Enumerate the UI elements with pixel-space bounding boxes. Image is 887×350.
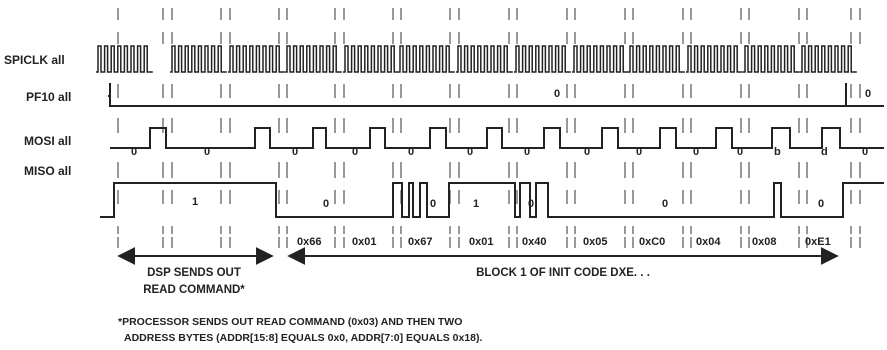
pf10-value-0: 0 <box>554 88 560 100</box>
block1-label: BLOCK 1 OF INIT CODE DXE. . . <box>476 267 650 279</box>
miso-label: MISO all <box>24 164 71 178</box>
byte-value: 0x40 <box>522 236 546 248</box>
mosi-value: 0 <box>524 146 530 158</box>
mosi-value: 0 <box>204 146 210 158</box>
mosi-value: 0 <box>131 146 137 158</box>
byte-value: 0xC0 <box>639 236 665 248</box>
mosi-label: MOSI all <box>24 134 71 148</box>
byte-value: 0x04 <box>696 236 721 248</box>
spiclk-label: SPICLK all <box>4 53 65 67</box>
miso-value: 0 <box>662 198 668 210</box>
byte-value: 0x67 <box>408 236 432 248</box>
footnote-line-2: ADDRESS BYTES (ADDR[15:8] EQUALS 0x0, AD… <box>124 332 483 344</box>
mosi-value: 0 <box>693 146 699 158</box>
miso-value: 0 <box>323 198 329 210</box>
mosi-value: b <box>774 146 781 158</box>
spiclk-waveform <box>96 45 857 73</box>
miso-value: 0 <box>528 198 534 210</box>
byte-value: 0x08 <box>752 236 776 248</box>
mosi-value: 0 <box>862 146 868 158</box>
mosi-value: 0 <box>408 146 414 158</box>
miso-value: 0 <box>818 198 824 210</box>
byte-value: 0x01 <box>352 236 376 248</box>
byte-value: 0xE1 <box>805 236 831 248</box>
mosi-waveform <box>110 127 884 149</box>
read-command-label: READ COMMAND* <box>143 284 245 296</box>
miso-waveform <box>100 182 884 218</box>
pf10-waveform <box>108 83 884 107</box>
miso-value: 0 <box>430 198 436 210</box>
footnote-line-1: *PROCESSOR SENDS OUT READ COMMAND (0x03)… <box>118 316 462 328</box>
pf10-label: PF10 all <box>26 90 71 104</box>
byte-boundary-ticks <box>117 8 861 248</box>
miso-value: 1 <box>192 196 198 208</box>
mosi-value: 0 <box>584 146 590 158</box>
mosi-value: 0 <box>467 146 473 158</box>
mosi-value: 0 <box>292 146 298 158</box>
dsp-sends-out-label: DSP SENDS OUT <box>147 267 241 279</box>
mosi-value: d <box>821 146 828 158</box>
mosi-value: 0 <box>737 146 743 158</box>
byte-value: 0x01 <box>469 236 493 248</box>
mosi-value: 0 <box>636 146 642 158</box>
miso-value: 1 <box>473 198 479 210</box>
byte-value: 0x66 <box>297 236 321 248</box>
byte-value: 0x05 <box>583 236 607 248</box>
mosi-value: 0 <box>352 146 358 158</box>
pf10-value-1: 0 <box>865 88 871 100</box>
